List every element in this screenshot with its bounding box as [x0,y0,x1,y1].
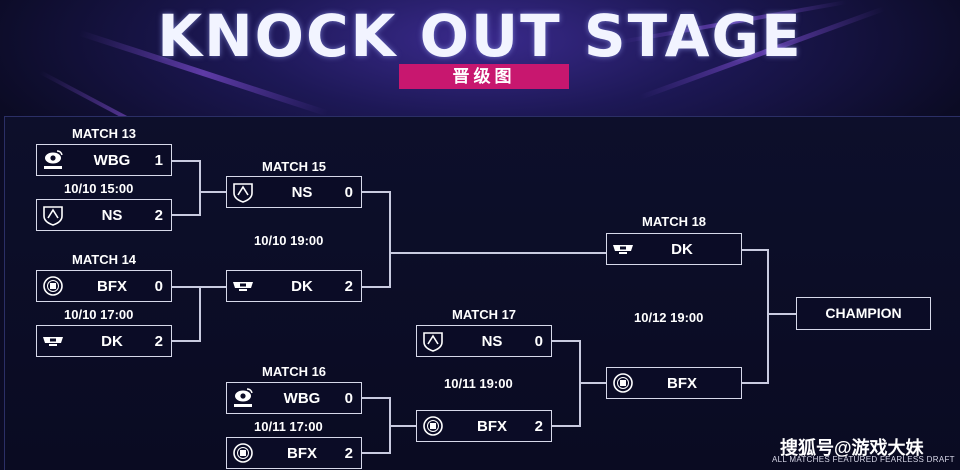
connector-line [362,286,390,288]
connector-line [389,191,391,288]
team-name: WBG [93,152,131,169]
team-name: BFX [477,418,507,435]
connector-line [199,286,226,288]
bfx-circle-logo [233,443,253,463]
weibo-gaming-logo [234,388,253,407]
connector-line [579,382,606,384]
dk-badge-logo [613,245,633,254]
match-15-team1-slot[interactable]: NS 0 [226,176,362,208]
team-name: BFX [287,445,317,462]
connector-line [767,249,769,384]
connector-line [172,160,200,162]
match-17-team1-slot[interactable]: NS 0 [416,325,552,357]
team-name: DK [671,241,693,258]
connector-line [767,313,796,315]
team-name: BFX [667,375,697,392]
match-17-team2-slot[interactable]: BFX 2 [416,410,552,442]
team-score: 0 [154,278,163,295]
match-17-time: 10/11 19:00 [444,376,513,391]
team-name: WBG [283,390,321,407]
match-13-label: MATCH 13 [72,126,137,141]
watermark-text: 搜狐号@游戏大妹 [780,438,924,458]
match-14-team1-slot[interactable]: BFX 0 [36,270,172,302]
connector-line [199,160,201,216]
team-score: 0 [344,184,353,201]
connector-line [362,191,390,193]
dk-badge-logo [233,282,253,291]
team-name: NS [481,333,503,350]
connector-line [362,397,390,399]
connector-line [172,214,200,216]
team-score: 1 [154,152,163,169]
bfx-circle-logo [423,416,443,436]
team-score: 2 [154,333,163,350]
team-name: DK [291,278,313,295]
page-subtitle: 晋级图 [399,64,569,89]
match-17-label: MATCH 17 [452,307,517,322]
champion-slot[interactable]: CHAMPION [796,297,931,330]
match-13-time: 10/10 15:00 [64,181,134,196]
match-18-time: 10/12 19:00 [634,310,704,325]
match-14-team2-slot[interactable]: DK 2 [36,325,172,357]
connector-line [172,340,200,342]
match-15-time: 10/10 19:00 [254,233,324,248]
match-16-team2-slot[interactable]: BFX 2 [226,437,362,469]
team-name: BFX [97,278,127,295]
connector-line [199,286,201,342]
connector-line [172,286,200,288]
connector-line [742,249,768,251]
ns-shield-logo [43,206,63,226]
match-15-team2-slot[interactable]: DK 2 [226,270,362,302]
match-18-team1-slot[interactable]: DK [606,233,742,265]
match-13-team1-slot[interactable]: WBG 1 [36,144,172,176]
team-name: NS [291,184,313,201]
match-18-team2-slot[interactable]: BFX [606,367,742,399]
team-score: 0 [534,333,543,350]
match-18-label: MATCH 18 [642,214,707,229]
connector-line [362,452,390,454]
match-16-label: MATCH 16 [262,364,327,379]
ns-shield-logo [423,332,443,352]
team-name: NS [101,207,123,224]
connector-line [552,340,580,342]
page-title: KNOCK OUT STAGE [157,2,803,70]
match-16-time: 10/11 17:00 [254,419,323,434]
match-13-team2-slot[interactable]: NS 2 [36,199,172,231]
match-16-team1-slot[interactable]: WBG 0 [226,382,362,414]
connector-line [742,382,768,384]
team-score: 2 [154,207,163,224]
match-15-label: MATCH 15 [262,159,327,174]
team-score: 0 [344,390,353,407]
dk-badge-logo [43,337,63,346]
match-14-label: MATCH 14 [72,252,137,267]
connector-line [389,425,416,427]
connector-line [389,252,606,254]
team-score: 2 [344,445,353,462]
bfx-circle-logo [43,276,63,296]
match-14-time: 10/10 17:00 [64,307,134,322]
footnote-text: ALL MATCHES FEATURED FEARLESS DRAFT [772,455,955,464]
ns-shield-logo [233,183,253,203]
weibo-gaming-logo [44,150,63,169]
connector-line [552,425,580,427]
team-score: 2 [534,418,543,435]
connector-line [199,191,226,193]
team-name: DK [101,333,123,350]
bfx-circle-logo [613,373,633,393]
team-score: 2 [344,278,353,295]
